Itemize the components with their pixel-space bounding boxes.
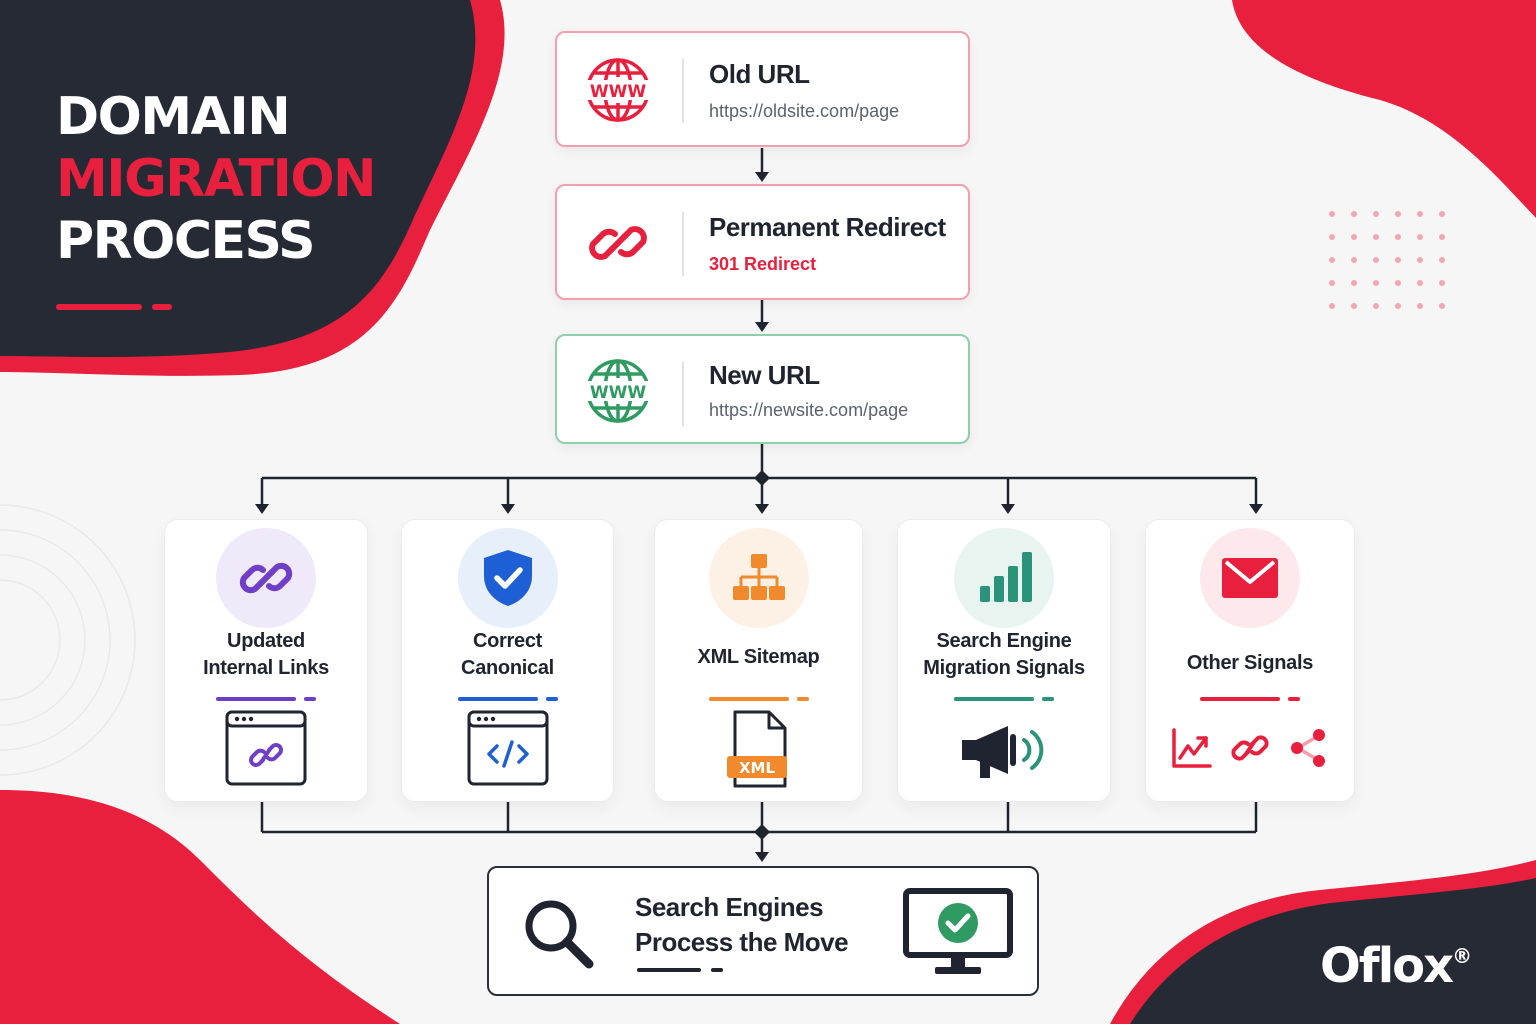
browser-link-icon [225,710,307,786]
sitemap-icon [732,554,785,600]
trend-chart-icon [1172,728,1212,768]
redirect-title: Permanent Redirect [709,212,946,242]
sitemap-icon-circle [708,528,809,628]
card-label-line-1: XML Sitemap [697,646,820,668]
globe-www-icon: WWW [583,58,653,122]
chart-icon-circle [954,528,1054,628]
card-internal-links: Updated Internal Links [164,519,368,802]
title-line-1: DOMAIN [56,87,291,147]
new-url-box: WWW New URL https://newsite.com/page [555,334,970,444]
link-icon [1231,735,1269,761]
card-label-line-1: Other Signals [1186,652,1314,674]
old-url-box: WWW Old URL https://oldsite.com/page [555,31,970,147]
chain-link-icon [589,226,647,260]
svg-text:WWW: WWW [590,82,647,102]
title-underline [56,304,176,310]
brand-registered-mark: ® [1452,944,1473,968]
card-label-line-1: Search Engine [936,630,1072,652]
card-canonical: Correct Canonical [401,519,614,802]
megaphone-icon [962,726,1044,778]
new-url-value: https://newsite.com/page [709,400,909,420]
card-label-line-2: Internal Links [203,657,329,679]
title-line-2: MIGRATION [56,149,377,209]
redirect-code: 301 Redirect [709,254,817,274]
link-icon-circle [216,528,316,628]
card-label: Updated Internal Links [165,628,367,682]
card-label: Search Engine Migration Signals [898,628,1110,682]
share-icon [1291,729,1325,767]
xml-file-icon: XML [726,710,787,788]
brand-name: Oflox [1320,938,1454,994]
bar-chart-icon [980,552,1032,602]
shield-icon-circle [457,528,558,628]
card-label-line-1: Updated [227,630,305,652]
browser-code-icon [467,710,548,786]
mail-icon-circle [1200,528,1300,628]
card-accent-line [457,697,558,701]
svg-text:WWW: WWW [590,383,647,403]
globe-www-icon: WWW [583,359,653,423]
monitor-check-icon [903,888,1013,974]
final-text-line-2: Process the Move [635,927,849,957]
page-title: DOMAIN MIGRATION PROCESS [56,86,377,272]
card-accent-line [216,697,316,701]
magnifier-icon [525,900,594,969]
divider [682,362,684,426]
link-icon [239,562,293,594]
final-text-line-1: Search Engines [635,892,824,922]
title-line-3: PROCESS [56,211,316,271]
card-label: Other Signals [1146,650,1354,677]
old-url-title: Old URL [709,59,810,89]
card-label-line-2: Migration Signals [923,657,1085,679]
shield-check-icon [483,550,532,606]
card-xml-sitemap: XML Sitemap XML [654,519,863,802]
card-label-line-2: Canonical [461,657,554,679]
redirect-box: Permanent Redirect 301 Redirect [555,184,970,300]
new-url-title: New URL [709,360,820,390]
card-label-line-1: Correct [472,630,543,652]
search-engines-box: Search Engines Process the Move [487,866,1039,996]
card-accent-line [1200,697,1300,701]
card-label: XML Sitemap [655,644,862,671]
divider [682,59,684,123]
card-migration-signals: Search Engine Migration Signals [897,519,1111,802]
divider [682,212,684,276]
card-label: Correct Canonical [402,628,613,682]
old-url-value: https://oldsite.com/page [709,101,900,121]
mail-icon [1222,558,1278,598]
card-accent-line [954,697,1054,701]
card-accent-line [708,697,809,701]
card-other-signals: Other Signals [1145,519,1355,802]
xml-badge: XML [738,759,774,777]
brand-logo: Oflox® [1320,938,1472,994]
final-underline [637,968,727,972]
final-text: Search Engines Process the Move [635,890,849,960]
